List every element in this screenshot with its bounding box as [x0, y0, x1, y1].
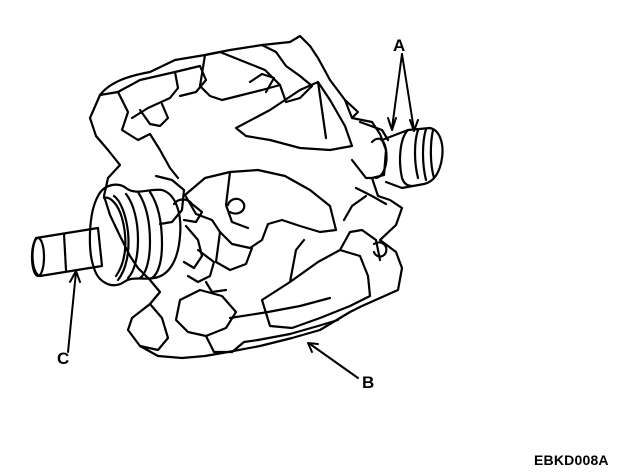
leader-line-a-1 [391, 53, 403, 129]
claw-pole-upper-left [98, 90, 180, 180]
callout-label-c: C [57, 349, 70, 368]
callout-label-b: B [362, 373, 375, 392]
claw-pole-right-top [234, 80, 354, 152]
leader-line-c [67, 271, 77, 353]
callout-label-a: A [393, 36, 406, 55]
leader-line-b [309, 343, 359, 379]
figure-code: EBKD008A [534, 452, 609, 468]
claw-pole-bottom [174, 288, 238, 338]
claw-pole-top [198, 50, 282, 102]
claw-pole-center [183, 168, 338, 250]
slip-ring-shaft [380, 126, 444, 190]
pulley [88, 183, 182, 287]
rotor-body-outline [88, 34, 404, 360]
leader-line-a-2 [401, 53, 415, 131]
claw-pole-lower-right [260, 248, 372, 330]
